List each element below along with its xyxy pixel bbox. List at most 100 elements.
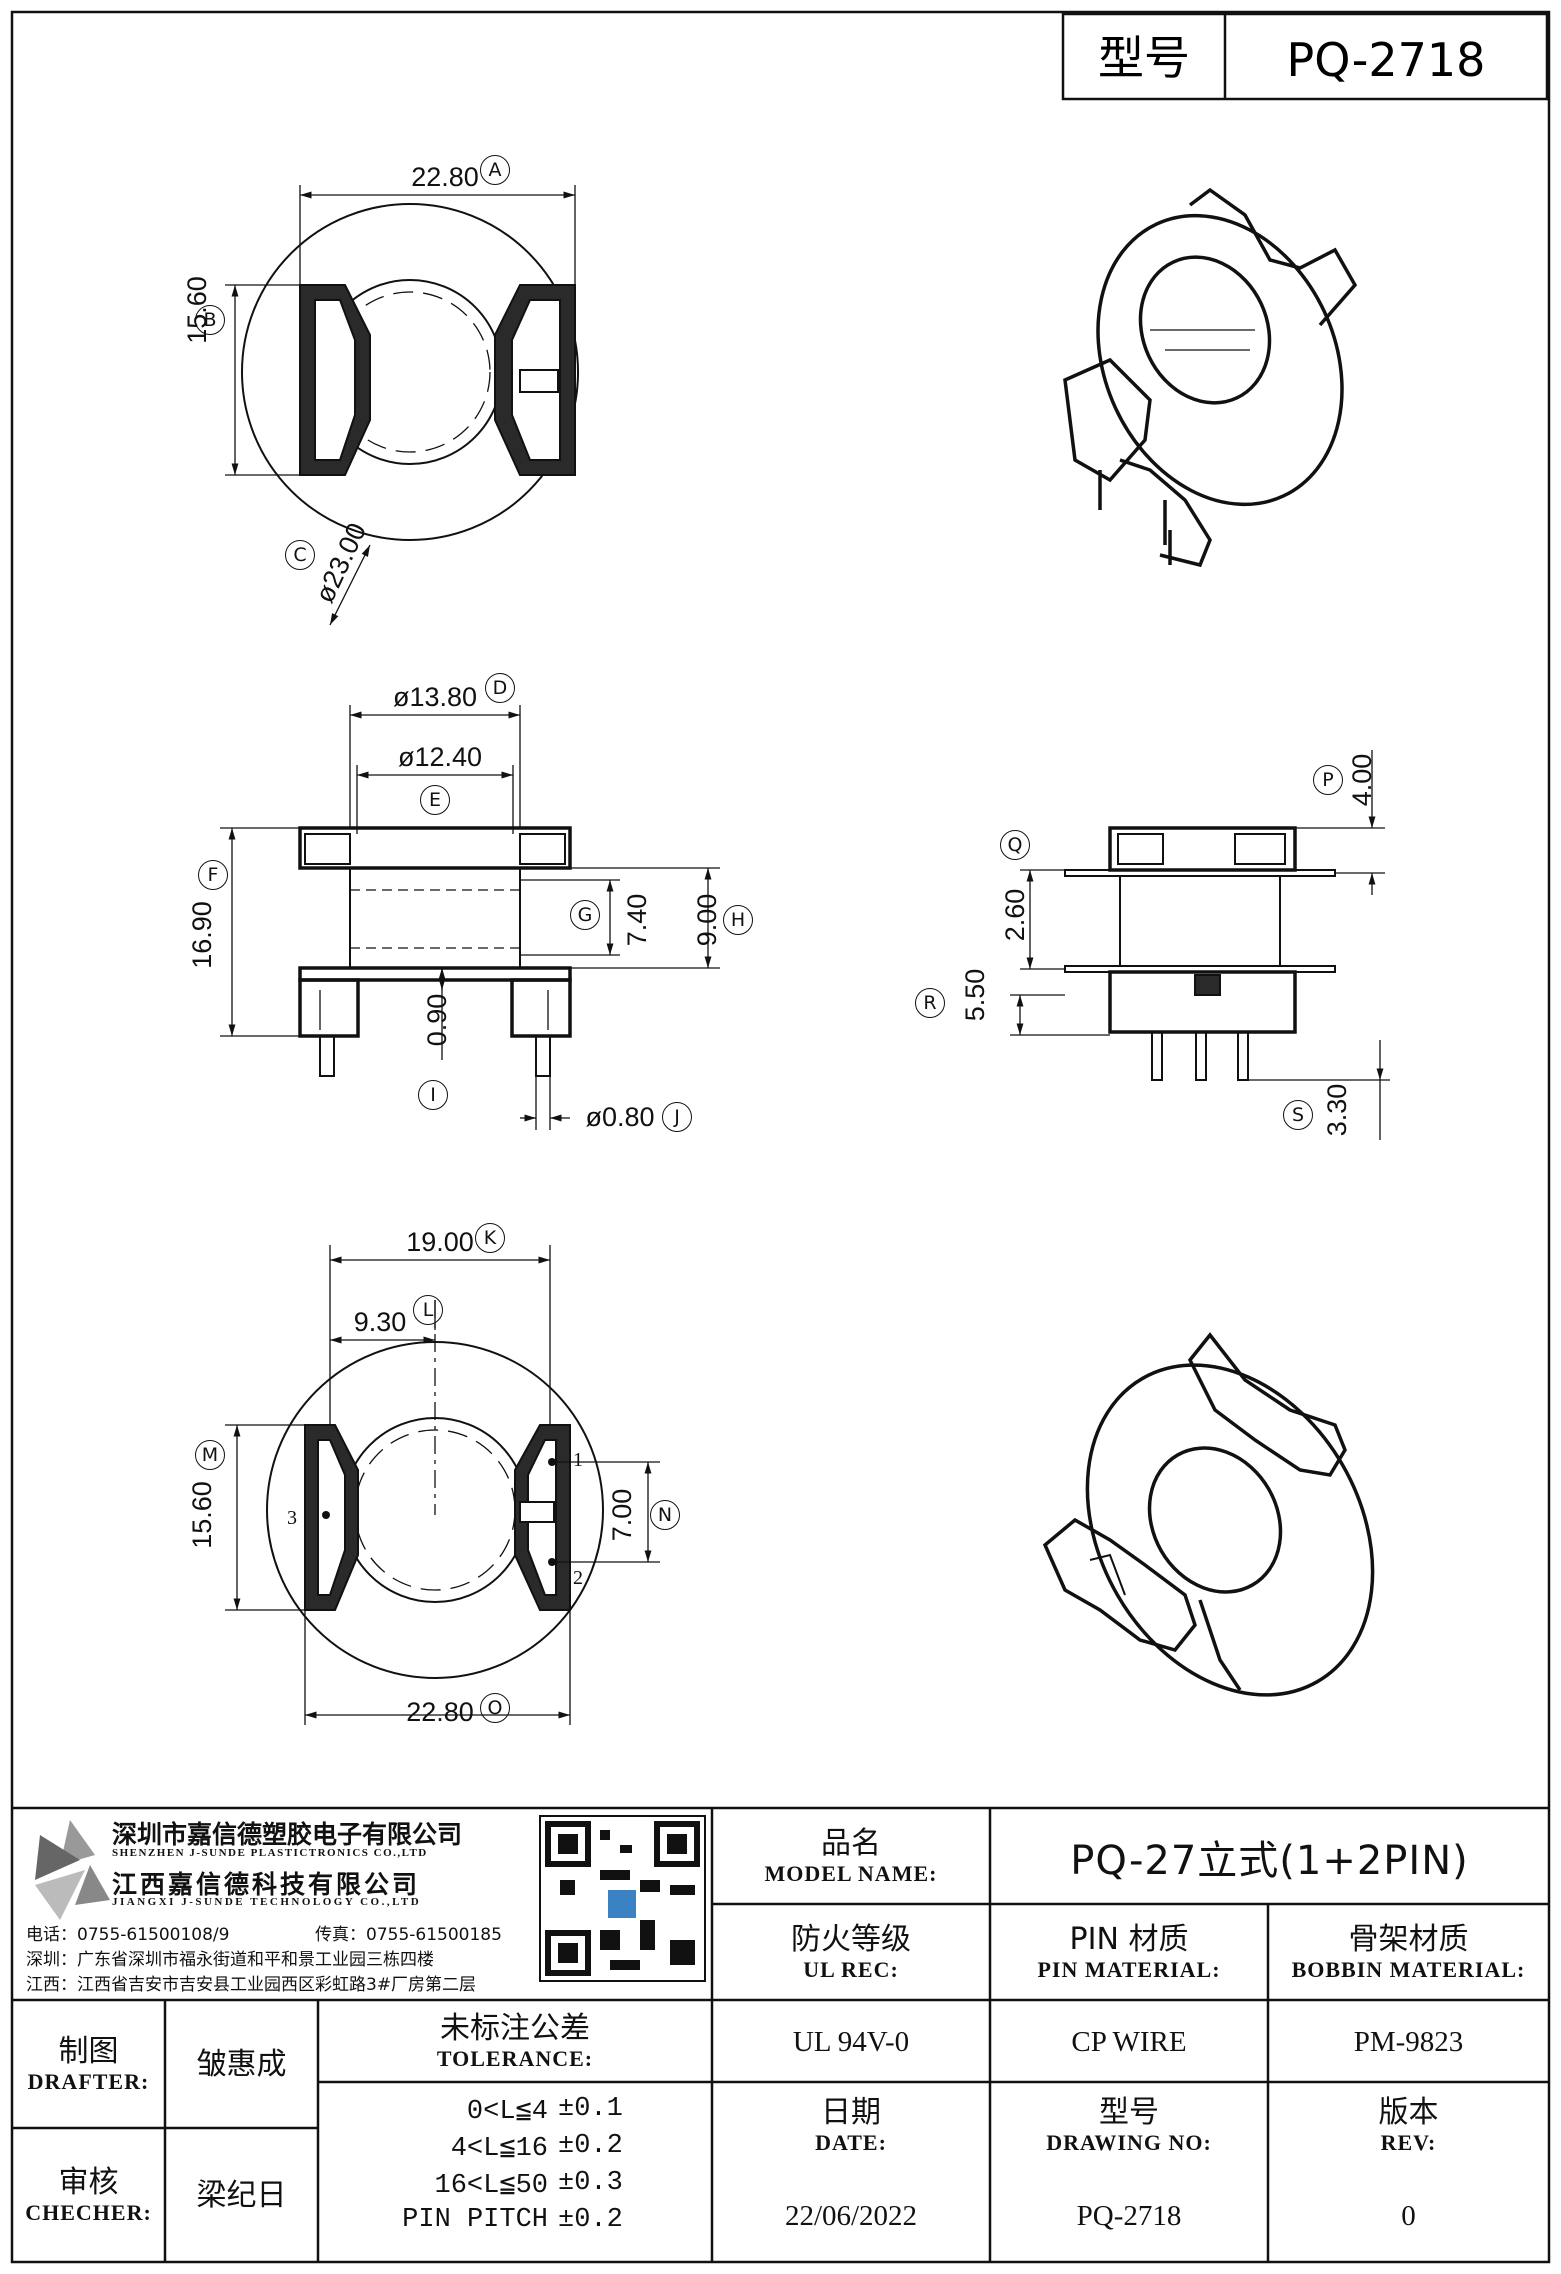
tolerance-value-1: ±0.1	[558, 2094, 623, 2124]
rev-value: 0	[1401, 2199, 1416, 2232]
dim-lines-front	[220, 705, 720, 1130]
ul-en: UL REC:	[803, 1957, 899, 1983]
drawing-no-value: PQ-2718	[1076, 2199, 1182, 2232]
bobbin-material-zh: 骨架材质	[1348, 1921, 1469, 1957]
qr-code	[539, 1815, 706, 1982]
dim-marker-o: O	[480, 1693, 510, 1723]
cell-date-label: 日期 DATE:	[712, 2084, 990, 2168]
dim-value-m: 15.60	[186, 1481, 217, 1549]
dim-value-a: 22.80	[411, 161, 479, 192]
cell-checker-label: 审核 CHECHER:	[12, 2130, 165, 2262]
tolerance-value-4: ±0.2	[558, 2205, 623, 2235]
side-view	[1064, 826, 1336, 1081]
dim-value-e: ø12.40	[397, 741, 483, 772]
dim-value-l: 9.30	[353, 1306, 407, 1337]
model-name-zh: 品名	[821, 1825, 881, 1861]
cell-bobbin-material-label: 骨架材质 BOBBIN MATERIAL:	[1268, 1906, 1549, 2000]
dim-marker-q: Q	[1000, 830, 1030, 860]
company-name-sz: 深圳市嘉信德塑胶电子有限公司	[112, 1820, 463, 1849]
dim-value-j: ø0.80	[585, 1101, 655, 1132]
checker-zh: 审核	[58, 2164, 119, 2200]
dim-marker-a: A	[480, 155, 510, 185]
drawing-no-zh: 型号	[1099, 2094, 1159, 2130]
top-view	[241, 203, 579, 541]
dim-lines-top	[225, 185, 576, 626]
tolerance-en: TOLERANCE:	[436, 2046, 594, 2072]
pin-number-1: 1	[573, 1448, 583, 1471]
dim-value-d: ø13.80	[392, 681, 478, 712]
dim-value-k: 19.00	[406, 1226, 474, 1257]
date-value: 22/06/2022	[784, 2199, 918, 2232]
dim-lines-side	[1010, 750, 1390, 1140]
bobbin-material-value: PM-9823	[1353, 2025, 1464, 2058]
tolerance-range-3: 16<L≦50	[434, 2171, 548, 2201]
dim-value-p: 4.00	[1346, 753, 1377, 807]
dim-marker-l: L	[413, 1295, 443, 1325]
cell-tolerance-label: 未标注公差 TOLERANCE:	[318, 2002, 712, 2082]
pin-number-2: 2	[573, 1566, 583, 1589]
pin-material-value: CP WIRE	[1071, 2025, 1187, 2058]
cell-model-name-label: 品名 MODEL NAME:	[712, 1810, 990, 1904]
cell-drafter-value: 皱惠成	[165, 2002, 318, 2128]
pin-number-3: 3	[287, 1506, 297, 1529]
cell-drawing-no-label: 型号 DRAWING NO:	[990, 2084, 1268, 2168]
front-view	[298, 826, 572, 1077]
bobbin-material-en: BOBBIN MATERIAL:	[1291, 1957, 1526, 1983]
company-name-jx: 江西嘉信德科技有限公司	[112, 1870, 421, 1899]
tolerance-value-3: ±0.3	[558, 2168, 623, 2198]
dim-marker-e: E	[420, 785, 450, 815]
company-address-jx: 江西：江西省吉安市吉安县工业园西区彩虹路3#厂房第二层	[26, 1975, 477, 1995]
ul-value: UL 94V-0	[792, 2025, 910, 2058]
header-box: 型号 PQ-2718	[1061, 12, 1549, 101]
cell-pin-material-value: CP WIRE	[990, 2002, 1268, 2082]
date-en: DATE:	[815, 2130, 887, 2156]
dim-value-f: 16.90	[186, 901, 217, 969]
tolerance-zh: 未标注公差	[440, 2010, 590, 2046]
dim-value-o: 22.80	[406, 1696, 474, 1727]
dim-value-h: 9.00	[691, 893, 722, 947]
dim-value-n: 7.00	[606, 1488, 637, 1542]
company-phone: 电话：0755-61500108/9	[26, 1925, 230, 1945]
cell-model-name-value: PQ-27立式(1+2PIN)	[990, 1810, 1549, 1904]
dim-value-q: 2.60	[999, 888, 1030, 942]
tolerance-table: 0<L≦4 ±0.1 4<L≦16 ±0.2 16<L≦50 ±0.3 PIN …	[318, 2084, 712, 2262]
drawing-no-en: DRAWING NO:	[1046, 2130, 1212, 2156]
cell-bobbin-material-value: PM-9823	[1268, 2002, 1549, 2082]
drafter-value: 皱惠成	[196, 2046, 287, 2082]
cell-date-value: 22/06/2022	[712, 2170, 990, 2262]
dim-value-g: 7.40	[621, 893, 652, 947]
checker-en: CHECHER:	[25, 2200, 152, 2226]
isometric-view-top	[1063, 187, 1358, 568]
cell-rev-value: 0	[1268, 2170, 1549, 2262]
date-zh: 日期	[821, 2094, 881, 2130]
isometric-view-bottom	[1042, 1332, 1375, 1697]
dim-marker-k: K	[475, 1223, 505, 1253]
cell-pin-material-label: PIN 材质 PIN MATERIAL:	[990, 1906, 1268, 2000]
pin-material-zh: PIN 材质	[1069, 1921, 1189, 1957]
bottom-view	[266, 1300, 604, 1679]
header-model-value: PQ-2718	[1287, 33, 1486, 87]
dim-marker-i: I	[418, 1080, 448, 1110]
dim-marker-c: C	[285, 540, 315, 570]
dim-marker-m: M	[195, 1440, 225, 1470]
dim-lines-bottom	[225, 1245, 660, 1725]
dim-marker-h: H	[723, 905, 753, 935]
model-name-en: MODEL NAME:	[764, 1861, 938, 1887]
company-fax: 传真：0755-61500185	[315, 1925, 502, 1945]
pin-material-en: PIN MATERIAL:	[1037, 1957, 1221, 1983]
ul-zh: 防火等级	[791, 1921, 911, 1957]
rev-zh: 版本	[1378, 2094, 1439, 2130]
title-block-grid	[12, 1806, 1549, 2262]
dim-marker-j: J	[662, 1102, 692, 1132]
cell-rev-label: 版本 REV:	[1268, 2084, 1549, 2168]
dim-marker-b: B	[195, 305, 225, 335]
tolerance-range-4: PIN PITCH	[402, 2205, 548, 2235]
tolerance-range-1: 0<L≦4	[466, 2097, 548, 2127]
cell-drawing-no-value: PQ-2718	[990, 2170, 1268, 2262]
dim-marker-r: R	[915, 988, 945, 1018]
dim-marker-d: D	[485, 673, 515, 703]
company-logo	[35, 1820, 110, 1920]
cell-checker-value: 梁纪日	[165, 2130, 318, 2262]
drawing-frame	[10, 10, 1551, 2264]
